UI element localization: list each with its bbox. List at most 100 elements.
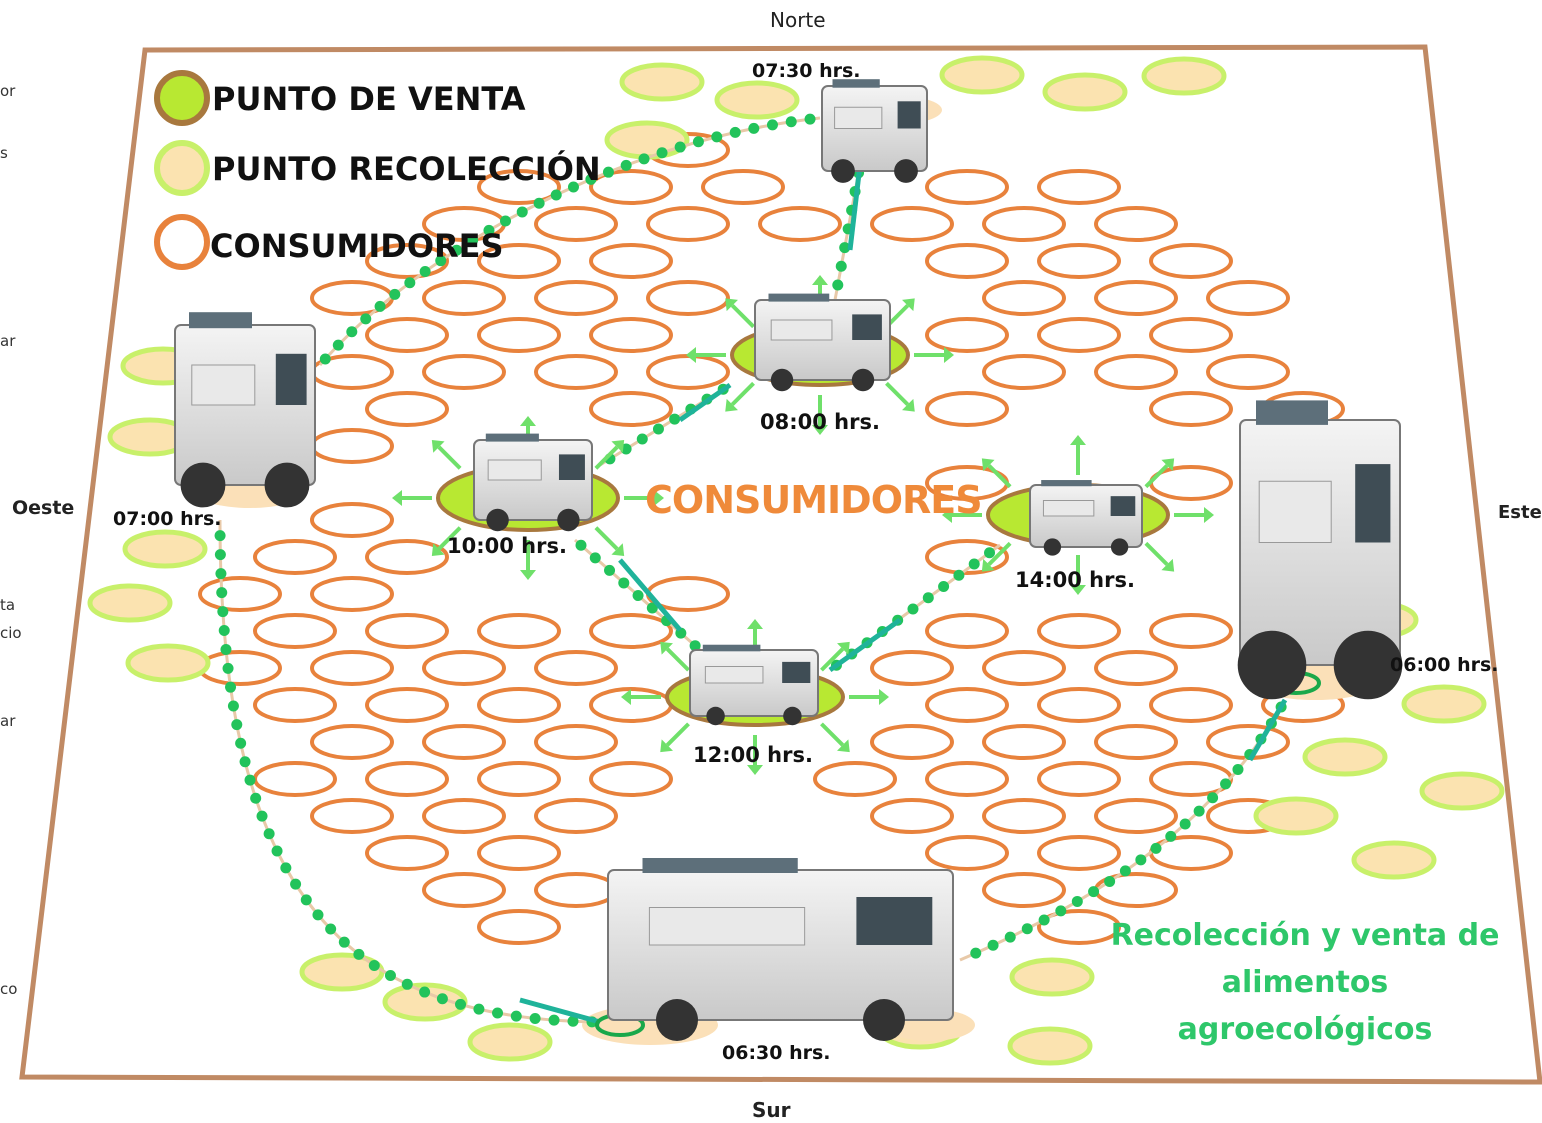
route-dot [567, 1015, 579, 1027]
consumer-ring [1037, 687, 1121, 723]
legend-sale-marker [154, 70, 210, 126]
route-dot [215, 568, 227, 580]
route-dot [360, 313, 372, 325]
wheel [894, 159, 918, 183]
consumer-ring [870, 798, 954, 834]
route-dot [689, 640, 701, 652]
route-dot [1179, 818, 1191, 830]
consumer-ring [1037, 169, 1121, 205]
truck-window [782, 661, 811, 683]
wheel [656, 999, 698, 1041]
route-dot [548, 1014, 560, 1026]
wheel [1237, 630, 1307, 700]
consumer-ring [1037, 317, 1121, 353]
consumer-ring [1094, 354, 1178, 390]
wheel [831, 159, 855, 183]
time-label: 10:00 hrs. [447, 534, 567, 558]
route-dot [235, 737, 247, 749]
route-dot [374, 300, 386, 312]
route-dot [455, 998, 467, 1010]
route-dot [1071, 895, 1083, 907]
route-dot [1038, 914, 1050, 926]
collection-point [939, 55, 1025, 95]
route-dot [280, 862, 292, 874]
sale-arrow-head [392, 490, 402, 506]
consumer-ring [1094, 280, 1178, 316]
route-dot [250, 792, 262, 804]
route-dot [832, 279, 844, 291]
sale-arrow [730, 304, 755, 329]
collection-point [1351, 840, 1437, 880]
route-dot [256, 810, 268, 822]
wheel [770, 368, 794, 392]
route-dot [1119, 865, 1131, 877]
food-truck [473, 433, 593, 532]
caption: Recolección y venta de alimentos agroeco… [1105, 912, 1505, 1053]
collection-point [604, 120, 690, 160]
route-dot [1021, 923, 1033, 935]
service-hatch [770, 319, 833, 341]
margin-fragment: ta [0, 596, 16, 614]
truck-window [856, 897, 933, 945]
consumer-ring [1037, 243, 1121, 279]
consumer-ring [925, 687, 1009, 723]
sale-arrow-head [431, 440, 445, 453]
sale-arrow-head [944, 347, 954, 363]
direction-arrow [1247, 698, 1288, 762]
route-dot [669, 413, 681, 425]
route-dot [839, 242, 851, 254]
consumer-ring [646, 206, 730, 242]
sale-arrow [1144, 464, 1169, 489]
solar-panel [768, 293, 830, 302]
sale-arrow [665, 647, 690, 672]
consumer-ring [870, 206, 954, 242]
sale-arrow-head [611, 440, 625, 453]
consumer-ring [925, 613, 1009, 649]
sale-arrow-head [520, 570, 536, 580]
route-dot [346, 326, 358, 338]
consumer-ring [534, 354, 618, 390]
wheel [557, 508, 580, 532]
collection-point [714, 80, 800, 120]
sale-arrow [987, 464, 1012, 489]
sale-arrow [1144, 541, 1169, 566]
consumer-ring [422, 724, 506, 760]
sale-arrow [820, 722, 845, 747]
route-dot [217, 606, 229, 618]
margin-fragment: s [0, 144, 8, 162]
consumer-ring [1149, 687, 1233, 723]
sale-arrow-head [725, 298, 738, 312]
consumer-ring [589, 317, 673, 353]
consumer-ring [310, 428, 394, 464]
direction-arrow [678, 382, 732, 423]
route-dot [244, 774, 256, 786]
west-label: Oeste [12, 497, 75, 519]
route-dot [227, 700, 239, 712]
direction-arrow [618, 558, 682, 632]
sale-arrow-head [747, 619, 763, 629]
consumer-ring [198, 576, 282, 612]
collection-point [619, 62, 705, 102]
route-dot [436, 993, 448, 1005]
service-hatch [648, 907, 806, 946]
consumer-ring [310, 798, 394, 834]
margin-fragment: or [0, 82, 16, 100]
sale-arrow-head [725, 398, 738, 412]
route-dot [589, 552, 601, 564]
food-truck [1237, 400, 1403, 700]
collection-point [1253, 796, 1339, 836]
sale-arrow-head [837, 641, 850, 655]
route-dot [216, 587, 228, 599]
route-dot [218, 625, 230, 637]
margin-fragment: cio [0, 624, 22, 642]
consumer-ring [758, 206, 842, 242]
consumer-ring [534, 280, 618, 316]
sale-arrow [437, 445, 462, 470]
legend-markers [154, 70, 210, 270]
collection-point [122, 529, 208, 569]
route-dot [1232, 763, 1244, 775]
consumer-ring [253, 687, 337, 723]
solar-panel [1041, 480, 1092, 487]
consumer-ring [1149, 391, 1233, 427]
route-dot [1004, 931, 1016, 943]
